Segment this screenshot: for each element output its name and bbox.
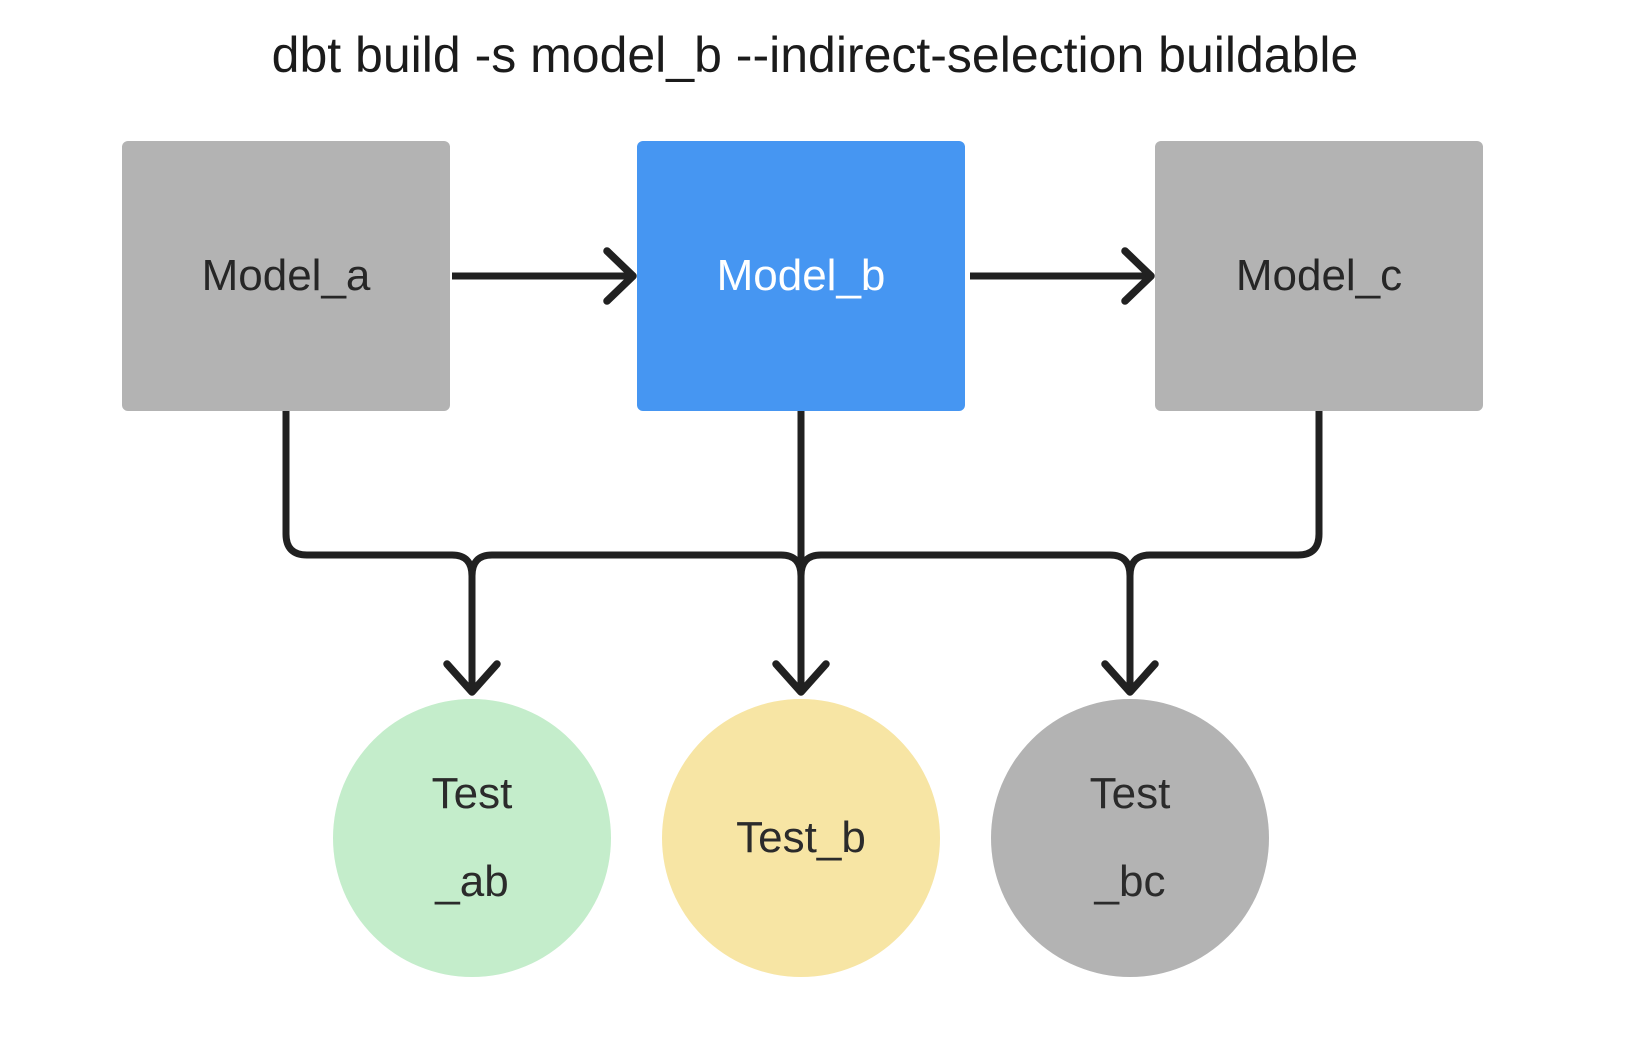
node-test-b bbox=[662, 699, 940, 977]
arrowhead-test-b bbox=[772, 660, 830, 696]
edge-model-a-to-bus-test-ab bbox=[282, 411, 476, 688]
node-test-ab bbox=[333, 699, 611, 977]
arrowhead-test-bc bbox=[1101, 660, 1159, 696]
diagram-title: dbt build -s model_b --indirect-selectio… bbox=[271, 27, 1359, 83]
arrowhead-model-b bbox=[603, 247, 637, 305]
edge-bus-test-ab-to-test-b bbox=[468, 551, 805, 688]
edge-model-c-to-bus bbox=[1126, 411, 1323, 577]
arrowhead-test-ab bbox=[443, 660, 501, 696]
node-model-c bbox=[1155, 141, 1483, 411]
node-model-a bbox=[122, 141, 450, 411]
edge-bus-test-b-to-test-bc bbox=[797, 551, 1134, 688]
node-test-bc bbox=[991, 699, 1269, 977]
arrowhead-model-c bbox=[1121, 247, 1155, 305]
node-model-b bbox=[637, 141, 965, 411]
